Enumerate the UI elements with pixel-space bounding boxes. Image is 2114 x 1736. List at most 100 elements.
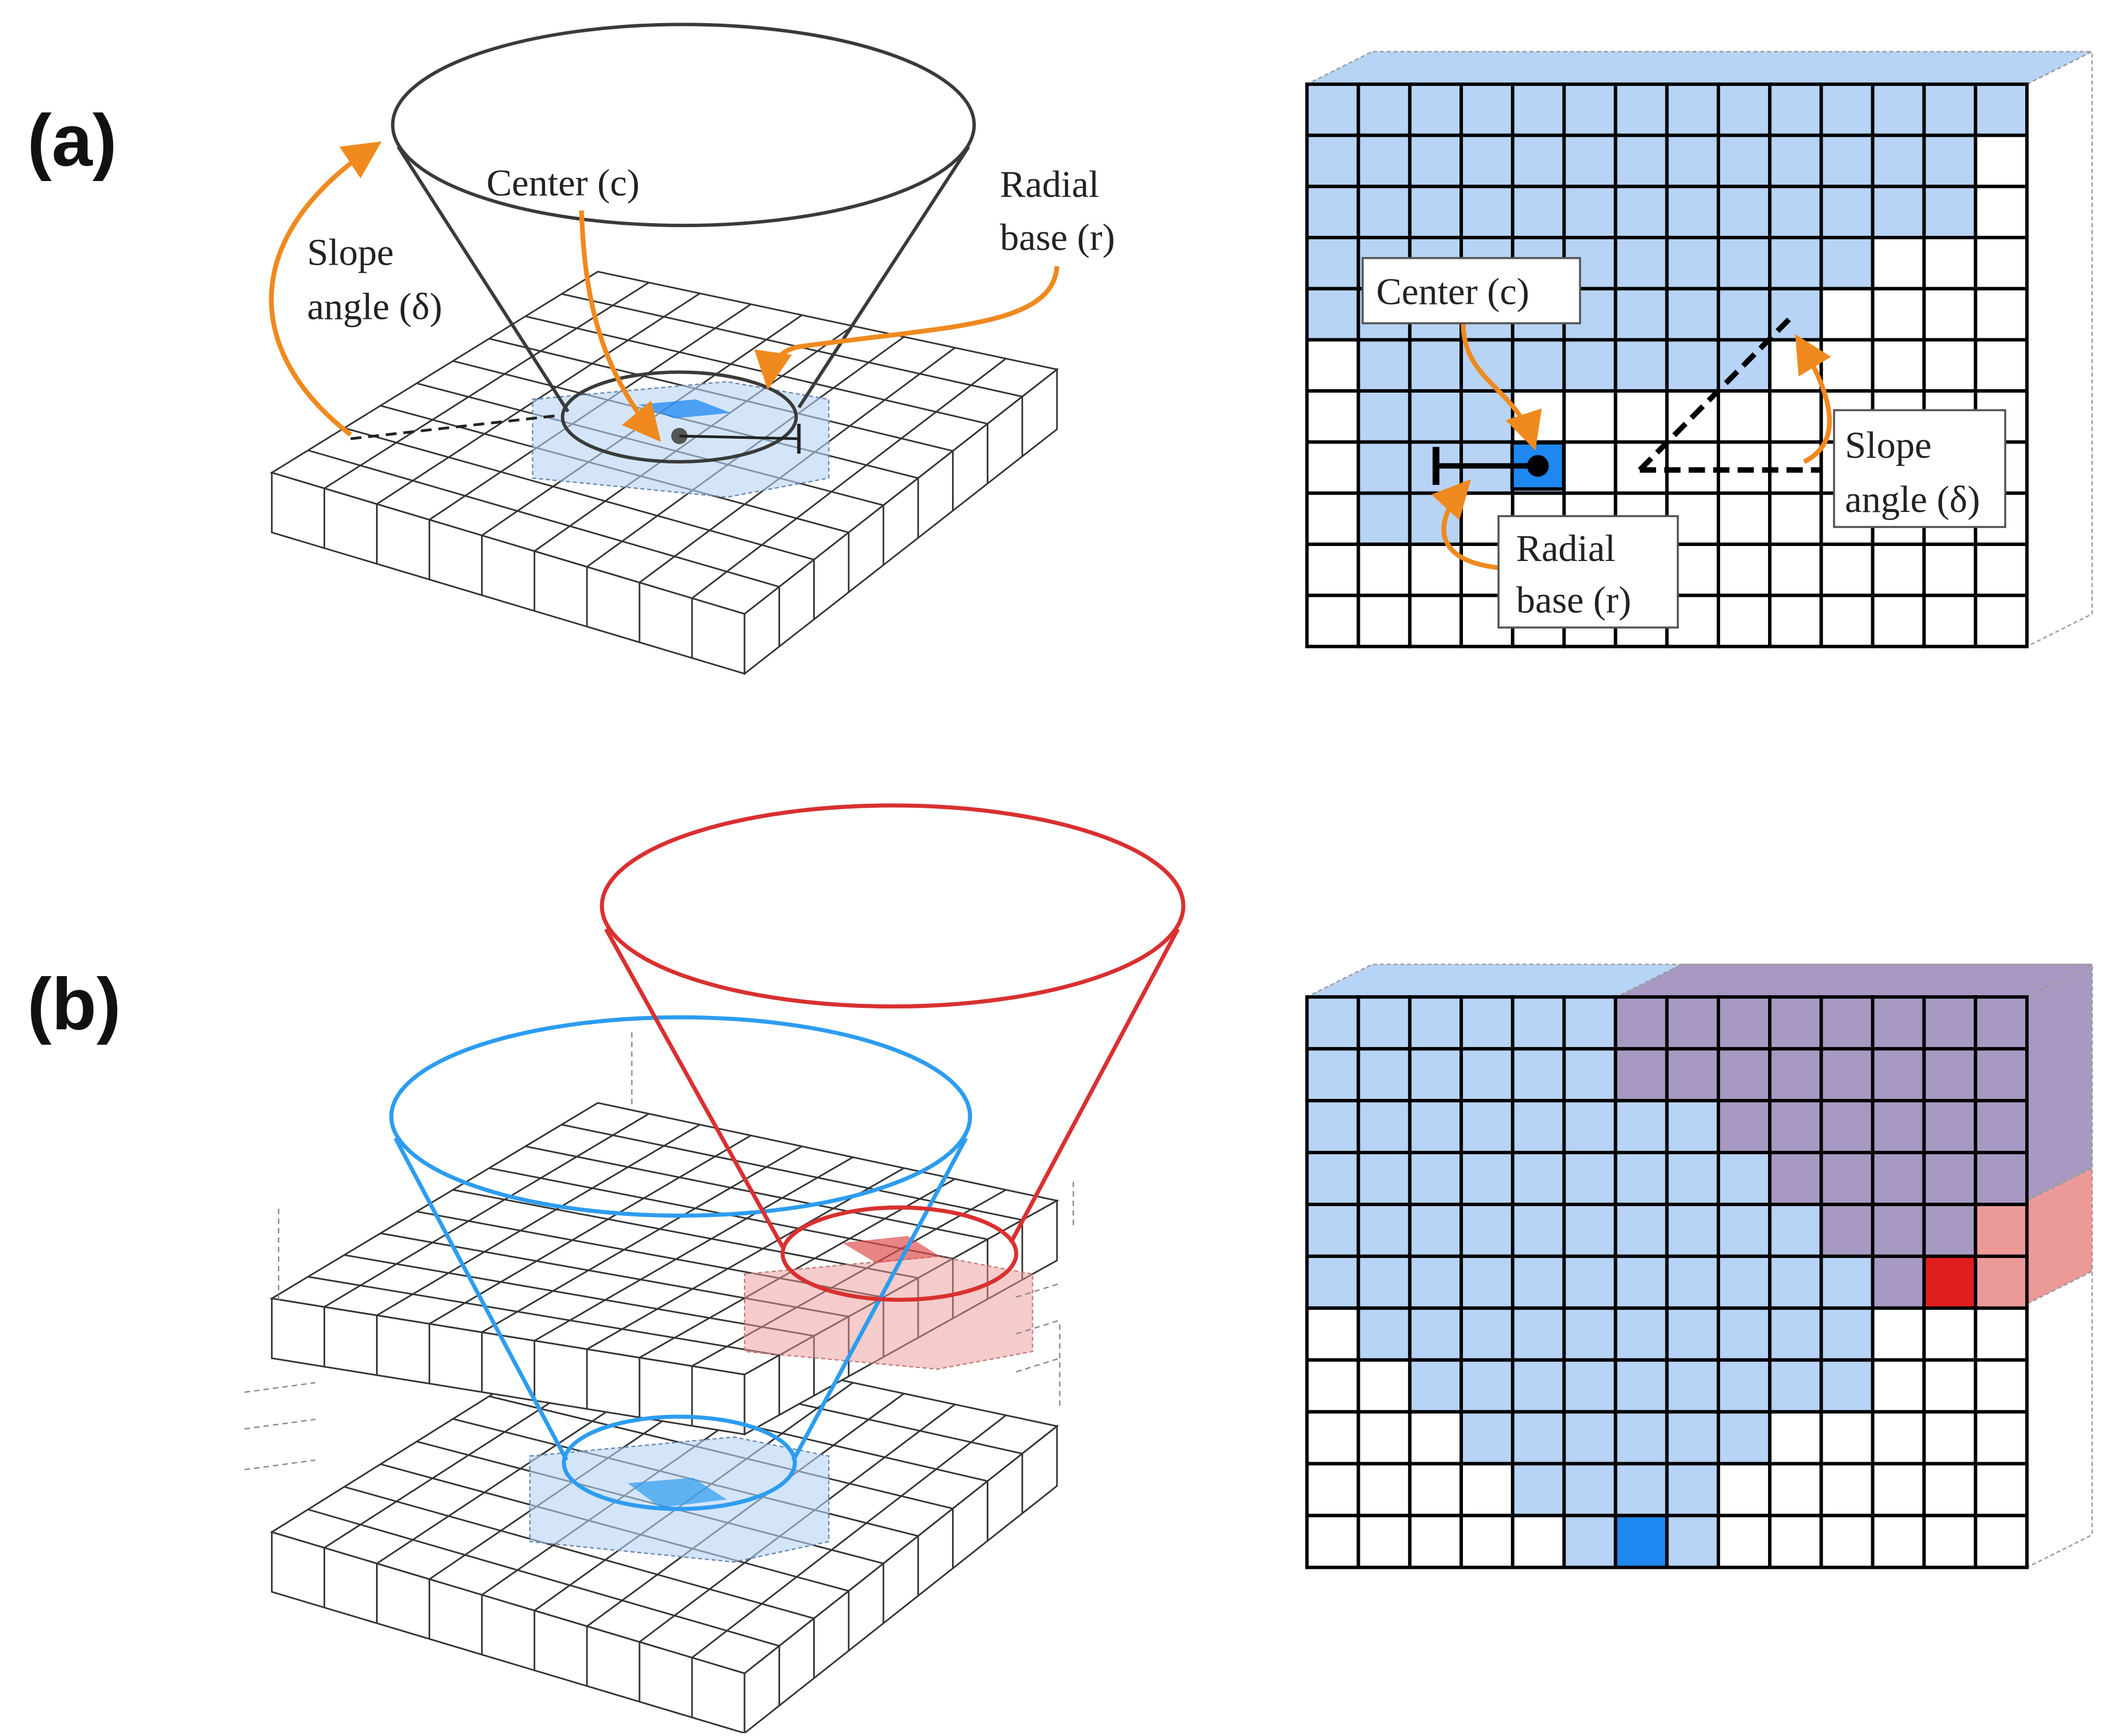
grid-cell — [1665, 1203, 1720, 1258]
grid-cell — [1819, 1358, 1875, 1414]
grid-cell — [1819, 543, 1875, 597]
grid-cell — [1408, 1410, 1463, 1466]
grid-cell — [1922, 1306, 1977, 1362]
grid-cell — [1871, 1358, 1926, 1414]
upper-voxel-block — [743, 1255, 1033, 1370]
grid-cell — [1356, 1151, 1412, 1206]
grid-cell — [1973, 1513, 2029, 1569]
grid-cell — [1305, 440, 1360, 495]
grid-cell — [1768, 1203, 1823, 1258]
grid-cell — [1356, 1513, 1412, 1569]
center-arrow — [1461, 323, 1542, 451]
grid-cell — [1922, 1099, 1977, 1154]
grid-cell — [1305, 1306, 1360, 1362]
grid-cell — [1922, 1410, 1977, 1466]
grid-cell — [1562, 1099, 1618, 1154]
grid-cell — [1356, 389, 1412, 444]
grid-cell — [1871, 338, 1926, 393]
grid-cell — [1460, 1047, 1515, 1102]
grid-cell — [1613, 995, 1669, 1051]
panel-a-3d-view: Center (c) Radial base (r) Slope angle (… — [269, 22, 1115, 676]
grid-cell — [1716, 82, 1772, 137]
slope-arrow — [269, 141, 382, 437]
grid-cell — [1562, 1151, 1618, 1206]
grid-cell — [1460, 1151, 1515, 1206]
grid-cell — [1871, 1099, 1926, 1154]
grid-side-pink — [2026, 1167, 2093, 1305]
grid-cell — [1716, 1151, 1772, 1206]
slab-grid-line — [324, 1113, 649, 1308]
panel-b-3d-view — [244, 803, 1186, 1735]
grid-cell — [1305, 1099, 1360, 1154]
grid-cell — [1305, 236, 1360, 291]
panel-b-label: (b) — [27, 963, 121, 1045]
grid-cell — [1613, 1462, 1669, 1517]
grid-cell — [1511, 1203, 1566, 1258]
grid-cell — [1613, 82, 1669, 137]
grid-cell — [1819, 1462, 1875, 1517]
grid-cell — [1922, 287, 1977, 342]
grid-cell — [1973, 184, 2029, 239]
grid-cell — [1973, 338, 2029, 393]
center-label: Center (c) — [1376, 271, 1530, 313]
grid-cell — [1408, 1462, 1463, 1517]
grid-cell — [1716, 184, 1772, 239]
grid-cell — [1460, 1203, 1515, 1258]
grid-cell — [1305, 338, 1360, 393]
grid-cell — [1716, 995, 1772, 1051]
grid-cell — [1562, 82, 1618, 137]
grid-cell — [1819, 1151, 1875, 1206]
grid-cell — [1460, 1410, 1515, 1466]
grid-cell — [1356, 1099, 1412, 1154]
grid-cell — [1871, 1203, 1926, 1258]
grid-cell — [1613, 133, 1669, 189]
grid-cell — [1460, 1358, 1515, 1414]
grid-cell — [1922, 338, 1977, 393]
grid-cell — [1768, 1358, 1823, 1414]
grid-cell — [1871, 1513, 1926, 1569]
grid-cell — [1819, 1410, 1875, 1466]
grid-cell — [1408, 1151, 1463, 1206]
upper-center-voxel — [842, 1236, 941, 1263]
grid-cell — [1871, 1151, 1926, 1206]
grid-cell — [1973, 1099, 2029, 1154]
grid-cell — [1460, 1099, 1515, 1154]
grid-cell — [1716, 1358, 1772, 1414]
grid-cell — [1665, 338, 1720, 393]
grid-cell — [1871, 82, 1926, 137]
grid-cell — [1408, 1047, 1463, 1102]
grid-cell — [1716, 491, 1772, 546]
grid-cell — [1819, 236, 1875, 291]
grid-cell — [1819, 338, 1875, 393]
grid-cell — [1305, 543, 1360, 597]
grid-cell — [1665, 236, 1720, 291]
grid-cell — [1871, 133, 1926, 189]
grid-cell — [1356, 440, 1412, 495]
slope-label-box — [1833, 409, 2007, 528]
grid-cell — [1922, 593, 1977, 649]
grid-cell — [1819, 1306, 1875, 1362]
grid-cell — [1408, 1513, 1463, 1569]
lower-center-voxel — [627, 1478, 727, 1508]
grid-cell — [1511, 1513, 1566, 1569]
grid-cell — [1871, 1254, 1926, 1310]
grid-cell — [1408, 133, 1463, 189]
grid-cell — [1562, 1306, 1618, 1362]
grid-cell — [1768, 1462, 1823, 1517]
grid-cell — [1768, 82, 1823, 137]
grid-cell — [1768, 995, 1823, 1051]
grid-cell — [1356, 338, 1412, 393]
grid-cell — [1613, 1203, 1669, 1258]
grid-cell — [1716, 1513, 1772, 1569]
grid-cell — [1511, 1151, 1566, 1206]
grid-cell — [1613, 1513, 1669, 1569]
grid-cell — [1665, 1254, 1720, 1310]
grid-cell — [1356, 82, 1412, 137]
grid-cell — [1768, 1254, 1823, 1310]
grid-cell — [1922, 82, 1977, 137]
grid-cell — [1460, 133, 1515, 189]
grid-cell — [1871, 184, 1926, 239]
grid-cell — [1356, 1203, 1412, 1258]
cone-base-ellipse — [561, 370, 798, 464]
